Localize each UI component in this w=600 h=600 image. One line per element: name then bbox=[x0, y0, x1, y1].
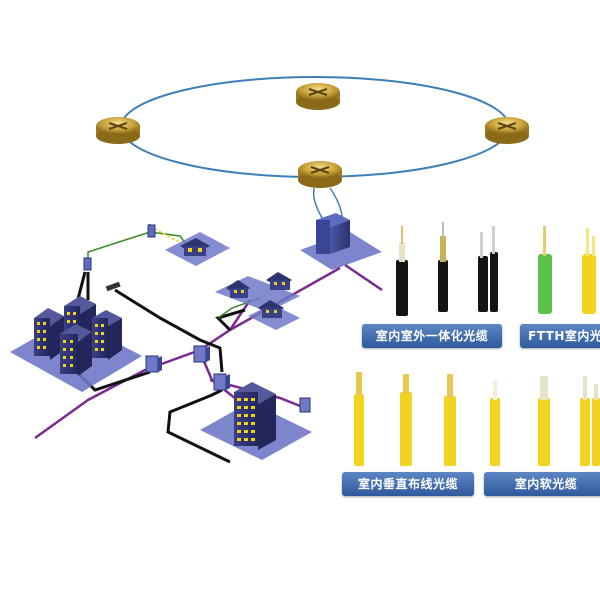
fiber-cable-icon bbox=[490, 380, 500, 466]
router-icon bbox=[96, 117, 140, 144]
house-icon bbox=[258, 300, 284, 318]
junction-box-icon bbox=[193, 345, 210, 363]
building-icon bbox=[92, 310, 122, 360]
fiber-cable-icon bbox=[444, 374, 456, 466]
house-icon bbox=[266, 272, 292, 290]
fiber-cable-icon bbox=[580, 376, 600, 466]
fiber-cable-icon bbox=[396, 226, 408, 316]
junction-box-icon bbox=[299, 397, 311, 413]
router-icon bbox=[485, 117, 529, 144]
feeder-lines bbox=[87, 224, 261, 319]
house-icon bbox=[226, 280, 250, 298]
fiber-cable-icon bbox=[538, 226, 552, 314]
fiber-cable-icon bbox=[438, 222, 448, 312]
fiber-cable-icon bbox=[400, 374, 412, 466]
fiber-cable-icon bbox=[582, 228, 596, 314]
uplink-line bbox=[312, 187, 323, 219]
house-icon bbox=[180, 238, 210, 256]
cable-label-ftth: FTTH室内光缆 bbox=[520, 324, 600, 348]
building-icon bbox=[34, 308, 64, 360]
junction-box-icon bbox=[145, 355, 162, 373]
junction-box-icon bbox=[213, 373, 230, 391]
building-icon bbox=[234, 382, 276, 450]
cable-label-indoor-outdoor: 室内室外一体化光缆 bbox=[362, 324, 502, 348]
router-icon bbox=[296, 83, 340, 110]
splitter-icon bbox=[105, 281, 121, 292]
cable-label-vertical: 室内垂直布线光缆 bbox=[342, 472, 474, 496]
cable-label-soft: 室内软光缆 bbox=[484, 472, 600, 496]
fiber-cable-icon bbox=[478, 226, 498, 312]
junction-box-icon bbox=[83, 257, 92, 271]
junction-box-icon bbox=[147, 224, 156, 238]
fiber-cable-icon bbox=[354, 372, 364, 466]
router-icon bbox=[298, 161, 342, 188]
switch-cabinet-icon bbox=[316, 213, 350, 254]
fiber-cable-icon bbox=[538, 376, 550, 466]
platform bbox=[300, 232, 382, 270]
building-icon bbox=[60, 324, 92, 376]
